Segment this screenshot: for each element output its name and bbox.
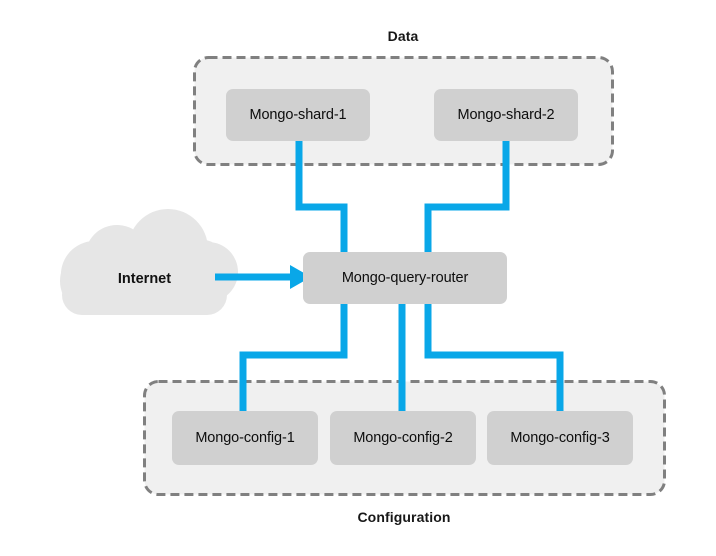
- node-mongo-config-2-label: Mongo-config-2: [353, 430, 453, 446]
- link-internet-to-router: [215, 265, 311, 289]
- node-mongo-shard-2[interactable]: Mongo-shard-2: [434, 89, 578, 141]
- node-mongo-config-1-label: Mongo-config-1: [195, 430, 295, 446]
- node-mongo-query-router-label: Mongo-query-router: [341, 270, 469, 286]
- node-mongo-shard-1-label: Mongo-shard-1: [249, 107, 347, 123]
- data-group-label: Data: [387, 28, 419, 44]
- node-mongo-config-3-label: Mongo-config-3: [510, 430, 610, 446]
- node-mongo-config-3[interactable]: Mongo-config-3: [487, 411, 633, 465]
- link-router-to-config-3: [424, 301, 564, 416]
- internet-node-label: Internet: [117, 271, 172, 287]
- link-router-to-shard-1: [295, 138, 348, 255]
- node-mongo-shard-1[interactable]: Mongo-shard-1: [226, 89, 370, 141]
- configuration-group-label: Configuration: [357, 509, 451, 525]
- node-mongo-query-router[interactable]: Mongo-query-router: [303, 252, 507, 304]
- internet-cloud-icon: [60, 209, 238, 315]
- node-mongo-config-2[interactable]: Mongo-config-2: [330, 411, 476, 465]
- connector-links: [239, 138, 564, 416]
- link-router-to-config-1: [239, 301, 348, 416]
- node-mongo-shard-2-label: Mongo-shard-2: [457, 107, 555, 123]
- link-router-to-shard-2: [424, 138, 510, 255]
- node-mongo-config-1[interactable]: Mongo-config-1: [172, 411, 318, 465]
